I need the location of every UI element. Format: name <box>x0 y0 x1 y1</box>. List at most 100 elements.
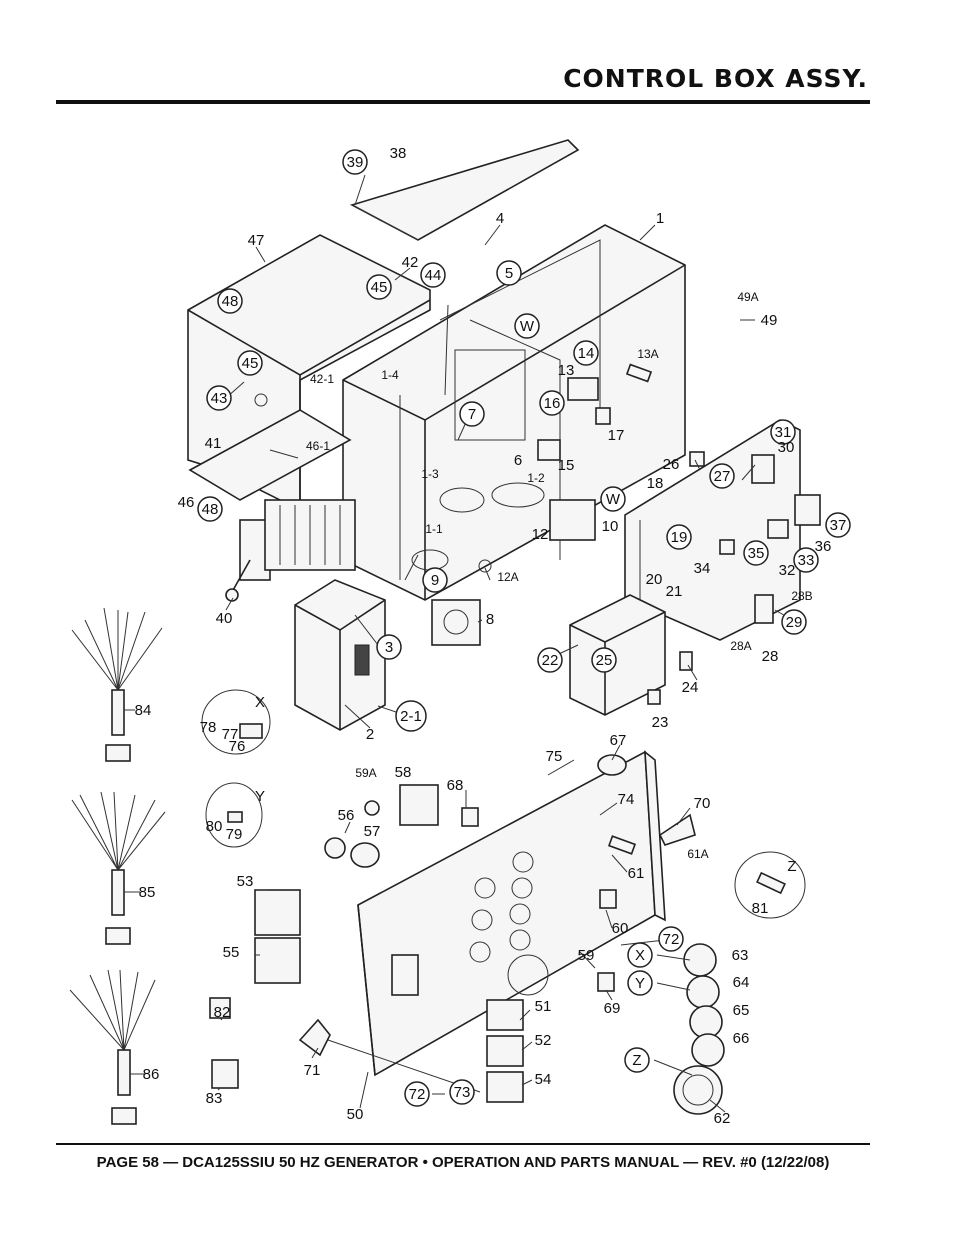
callout-text: 44 <box>425 267 442 284</box>
current-transformer <box>411 482 545 646</box>
callout-text: 59 <box>578 947 595 964</box>
callout-text: 7 <box>468 406 476 423</box>
callout-1-2: 1-2 <box>527 471 545 485</box>
callout-text: 39 <box>347 154 364 171</box>
callout-text: 83 <box>206 1090 223 1107</box>
callout-text: 86 <box>143 1066 160 1083</box>
callout-12a: 12A <box>497 570 518 584</box>
callout-2-1: 2-1 <box>395 700 427 732</box>
page-title: CONTROL BOX ASSY. <box>563 64 868 93</box>
callout-65: 65 <box>733 1002 750 1019</box>
header-rule <box>56 100 870 104</box>
callout-text: 69 <box>604 1000 621 1017</box>
callout-25: 25 <box>591 647 617 673</box>
callout-text: 42-1 <box>310 372 334 386</box>
callout-44: 44 <box>420 262 446 288</box>
callout-text: 36 <box>815 538 832 555</box>
callout-8: 8 <box>486 611 494 628</box>
callout-text: 84 <box>135 702 152 719</box>
callout-text: 56 <box>338 807 355 824</box>
callout-32: 32 <box>779 562 796 579</box>
callout-39: 39 <box>342 149 368 175</box>
callout-81: 81 <box>752 900 769 917</box>
callout-text: 24 <box>682 679 699 696</box>
callout-12: 12 <box>532 526 549 543</box>
callout-text: 33 <box>798 552 815 569</box>
callout-text: 46-1 <box>306 439 330 453</box>
callout-52: 52 <box>535 1032 552 1049</box>
callout-48: 48 <box>217 288 243 314</box>
callout-text: 72 <box>409 1086 426 1103</box>
top-cover-plate <box>349 139 580 241</box>
callout-58: 58 <box>395 764 412 781</box>
callout-text: 47 <box>248 232 265 249</box>
callout-75: 75 <box>546 748 563 765</box>
callout-text: 45 <box>371 279 388 296</box>
callout-50: 50 <box>347 1106 364 1123</box>
callout-57: 57 <box>364 823 381 840</box>
callout-64: 64 <box>733 974 750 991</box>
callout-text: 65 <box>733 1002 750 1019</box>
callout-45: 45 <box>237 350 263 376</box>
callout-72: 72 <box>658 926 684 952</box>
callout-text: 13 <box>558 362 575 379</box>
callout-5: 5 <box>496 260 522 286</box>
callout-text: 23 <box>652 714 669 731</box>
callout-text: 15 <box>558 457 575 474</box>
callout-80: 80 <box>206 818 223 835</box>
detail-x <box>201 689 271 755</box>
callout-text: W <box>520 318 535 335</box>
callout-text: 48 <box>202 501 219 518</box>
callout-text: 28A <box>730 639 751 653</box>
callout-text: 82 <box>214 1004 231 1021</box>
callout-18: 18 <box>647 475 664 492</box>
callout-49: 49 <box>761 312 778 329</box>
callout-text: 61A <box>687 847 708 861</box>
callout-text: 70 <box>694 795 711 812</box>
callout-1-3: 1-3 <box>421 467 439 481</box>
terminal-blocks <box>537 363 653 541</box>
callout-63: 63 <box>732 947 749 964</box>
callout-text: 74 <box>618 791 635 808</box>
callout-13: 13 <box>558 362 575 379</box>
callout-text: 42 <box>402 254 419 271</box>
callout-40: 40 <box>216 610 233 627</box>
callout-68: 68 <box>447 777 464 794</box>
callout-text: 67 <box>610 732 627 749</box>
callout-28b: 28B <box>791 589 812 603</box>
callout-text: 29 <box>786 614 803 631</box>
callout-60: 60 <box>612 920 629 937</box>
callout-text: 16 <box>544 395 561 412</box>
callout-y: Y <box>255 788 265 805</box>
callout-z: Z <box>624 1047 650 1073</box>
callout-28: 28 <box>762 648 779 665</box>
callout-text: 2 <box>366 726 374 743</box>
callout-text: 30 <box>778 439 795 456</box>
callout-66: 66 <box>733 1030 750 1047</box>
callout-3: 3 <box>376 634 402 660</box>
callout-61a: 61A <box>687 847 708 861</box>
callout-41: 41 <box>205 435 222 452</box>
callout-49a: 49A <box>737 290 758 304</box>
front-control-panel <box>357 750 666 1077</box>
callout-14: 14 <box>573 340 599 366</box>
callout-21: 21 <box>666 583 683 600</box>
callout-37: 37 <box>825 512 851 538</box>
callout-text: 72 <box>663 931 680 948</box>
callout-73: 73 <box>449 1079 475 1105</box>
callout-x: X <box>255 694 265 711</box>
callout-text: 38 <box>390 145 407 162</box>
callout-text: 63 <box>732 947 749 964</box>
callout-text: 62 <box>714 1110 731 1127</box>
callout-38: 38 <box>390 145 407 162</box>
callout-w: W <box>600 486 626 512</box>
wire-harness-85 <box>71 791 166 945</box>
callout-text: 80 <box>206 818 223 835</box>
callout-text: 34 <box>694 560 711 577</box>
callout-83: 83 <box>206 1090 223 1107</box>
callout-text: 41 <box>205 435 222 452</box>
callout-1-4: 1-4 <box>381 368 399 382</box>
wire-harness-86 <box>69 969 156 1125</box>
callout-79: 79 <box>226 826 243 843</box>
callout-33: 33 <box>793 547 819 573</box>
